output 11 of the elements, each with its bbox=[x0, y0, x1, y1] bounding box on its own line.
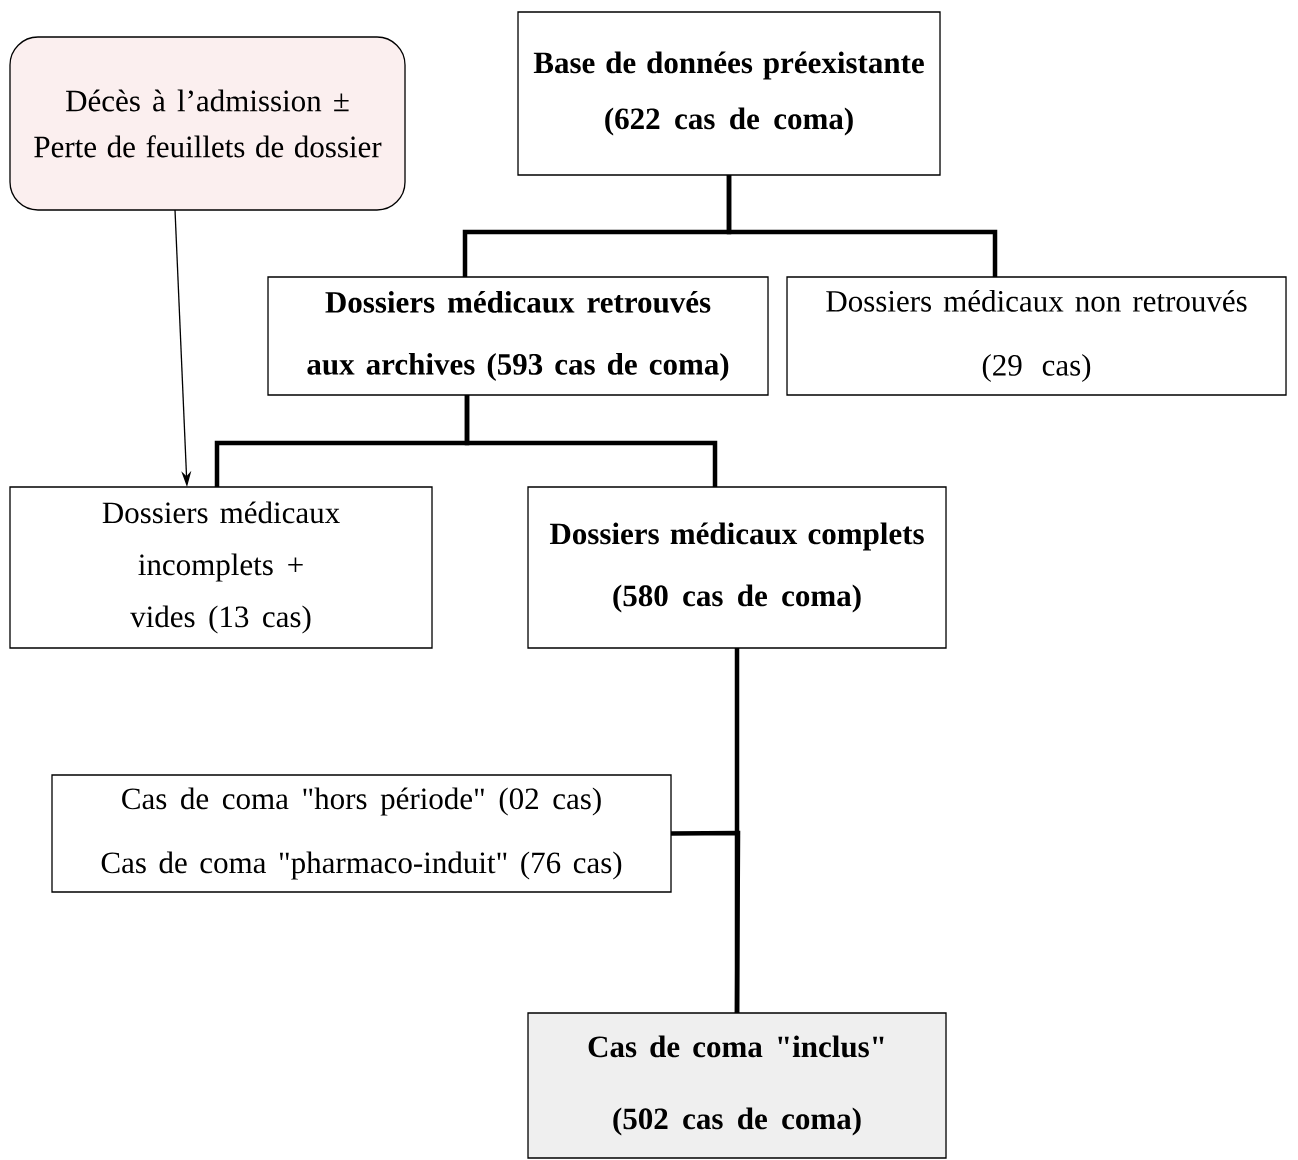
connector-line bbox=[671, 830, 741, 1014]
connector-line bbox=[464, 395, 718, 487]
flow-box: Cas de coma "inclus" (502 cas de coma) bbox=[527, 1012, 947, 1159]
flow-box: Cas de coma "hors période" (02 cas) Cas de coma "pharmaco-induit" (76 cas) bbox=[51, 774, 672, 893]
flow-box: Dossiers médicaux retrouvés aux archives (593 cas de coma) bbox=[267, 276, 769, 396]
flow-box: Dossiers médicaux non retrouvés (29 cas) bbox=[786, 276, 1287, 396]
flow-box: Dossiers médicaux incomplets + vides (13 cas) bbox=[9, 486, 433, 649]
flow-box: Base de données préexistante (622 cas de coma) bbox=[517, 11, 941, 176]
connector-line bbox=[726, 175, 998, 277]
note-box: Décès à l’admission ± Perte de feuillets de dossier bbox=[9, 36, 406, 211]
flow-box: Dossiers médicaux complets (580 cas de coma) bbox=[527, 486, 947, 649]
